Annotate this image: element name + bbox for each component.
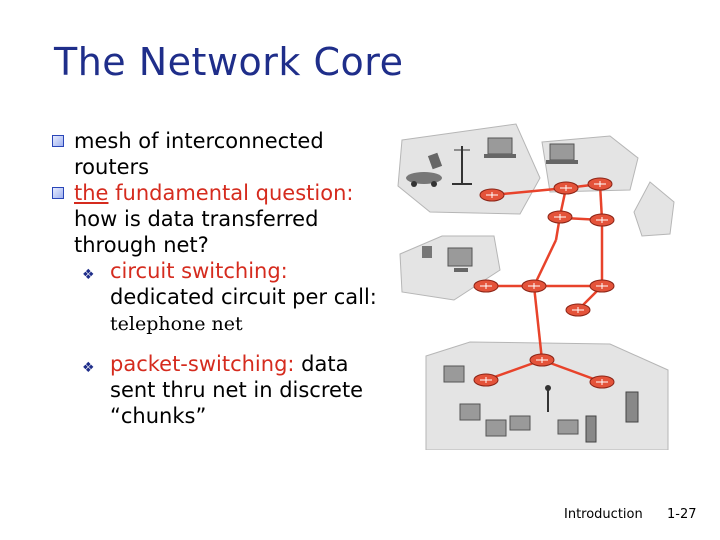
router-icon xyxy=(529,353,555,367)
enterprise-network-region xyxy=(633,181,675,237)
bullet-item: mesh of interconnected routers xyxy=(52,128,382,180)
router-icon xyxy=(587,177,613,191)
pda-icon xyxy=(427,152,443,170)
laptop-icon xyxy=(509,415,531,431)
router-icon xyxy=(473,279,499,293)
bullet-text-red: fundamental question: xyxy=(108,181,354,205)
server-icon xyxy=(625,391,639,423)
router-icon xyxy=(589,213,615,227)
router-group xyxy=(473,177,615,389)
bullet-text: mesh of interconnected routers xyxy=(74,129,324,179)
router-icon xyxy=(589,375,615,389)
radio-tower-icon xyxy=(452,146,472,185)
access-network-region xyxy=(397,123,541,215)
router-icon xyxy=(521,279,547,293)
server-icon xyxy=(585,415,597,443)
sub-bullet-term: circuit switching: xyxy=(110,259,288,283)
network-core-diagram xyxy=(397,123,675,450)
square-bullet-icon xyxy=(52,187,64,199)
router-icon xyxy=(479,188,505,202)
footer-section: Introduction xyxy=(564,507,643,522)
sub-bullet-text: dedicated circuit per call: xyxy=(110,285,377,309)
sub-bullet-text: data sent thru net in discrete “chunks” xyxy=(110,352,364,428)
router-icon xyxy=(589,279,615,293)
desktop-computer-icon xyxy=(485,419,507,437)
sub-bullet-term: packet-switching: xyxy=(110,352,295,376)
desktop-computer-icon xyxy=(443,365,465,383)
bullet-text: how is data transferred through net? xyxy=(74,207,319,257)
bullet-item: the fundamental question: how is data tr… xyxy=(52,180,382,258)
phone-icon xyxy=(422,246,432,258)
sub-bullet-item: ❖ packet-switching: data sent thru net i… xyxy=(72,351,382,429)
bullet-emphasis: the xyxy=(74,181,109,205)
router-icon xyxy=(565,303,591,317)
sub-bullet-note: telephone net xyxy=(110,313,243,335)
sub-bullet-item: ❖ circuit switching: dedicated circuit p… xyxy=(72,258,382,337)
laptop-icon xyxy=(484,137,516,158)
desktop-computer-icon xyxy=(459,403,481,421)
router-icon xyxy=(553,181,579,195)
router-icon xyxy=(473,373,499,387)
car-icon xyxy=(406,172,442,187)
square-bullet-icon xyxy=(52,135,64,147)
router-icon xyxy=(547,210,573,224)
desktop-computer-icon xyxy=(447,247,473,272)
footer-page-number: 1-27 xyxy=(667,507,697,522)
laptop-icon xyxy=(546,143,578,164)
bullet-list: mesh of interconnected routers the funda… xyxy=(52,128,382,429)
diamond-bullet-icon: ❖ xyxy=(82,267,95,283)
slide-title: The Network Core xyxy=(54,40,404,84)
wireless-access-point-icon xyxy=(545,385,551,412)
diamond-bullet-icon: ❖ xyxy=(82,360,95,376)
laptop-icon xyxy=(557,419,579,435)
